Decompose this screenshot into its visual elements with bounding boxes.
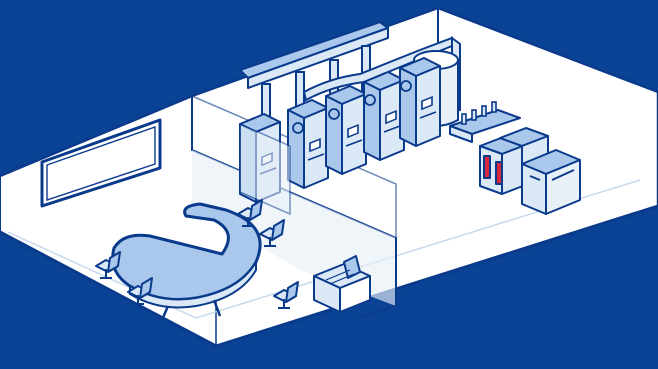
facility-illustration xyxy=(0,0,658,369)
